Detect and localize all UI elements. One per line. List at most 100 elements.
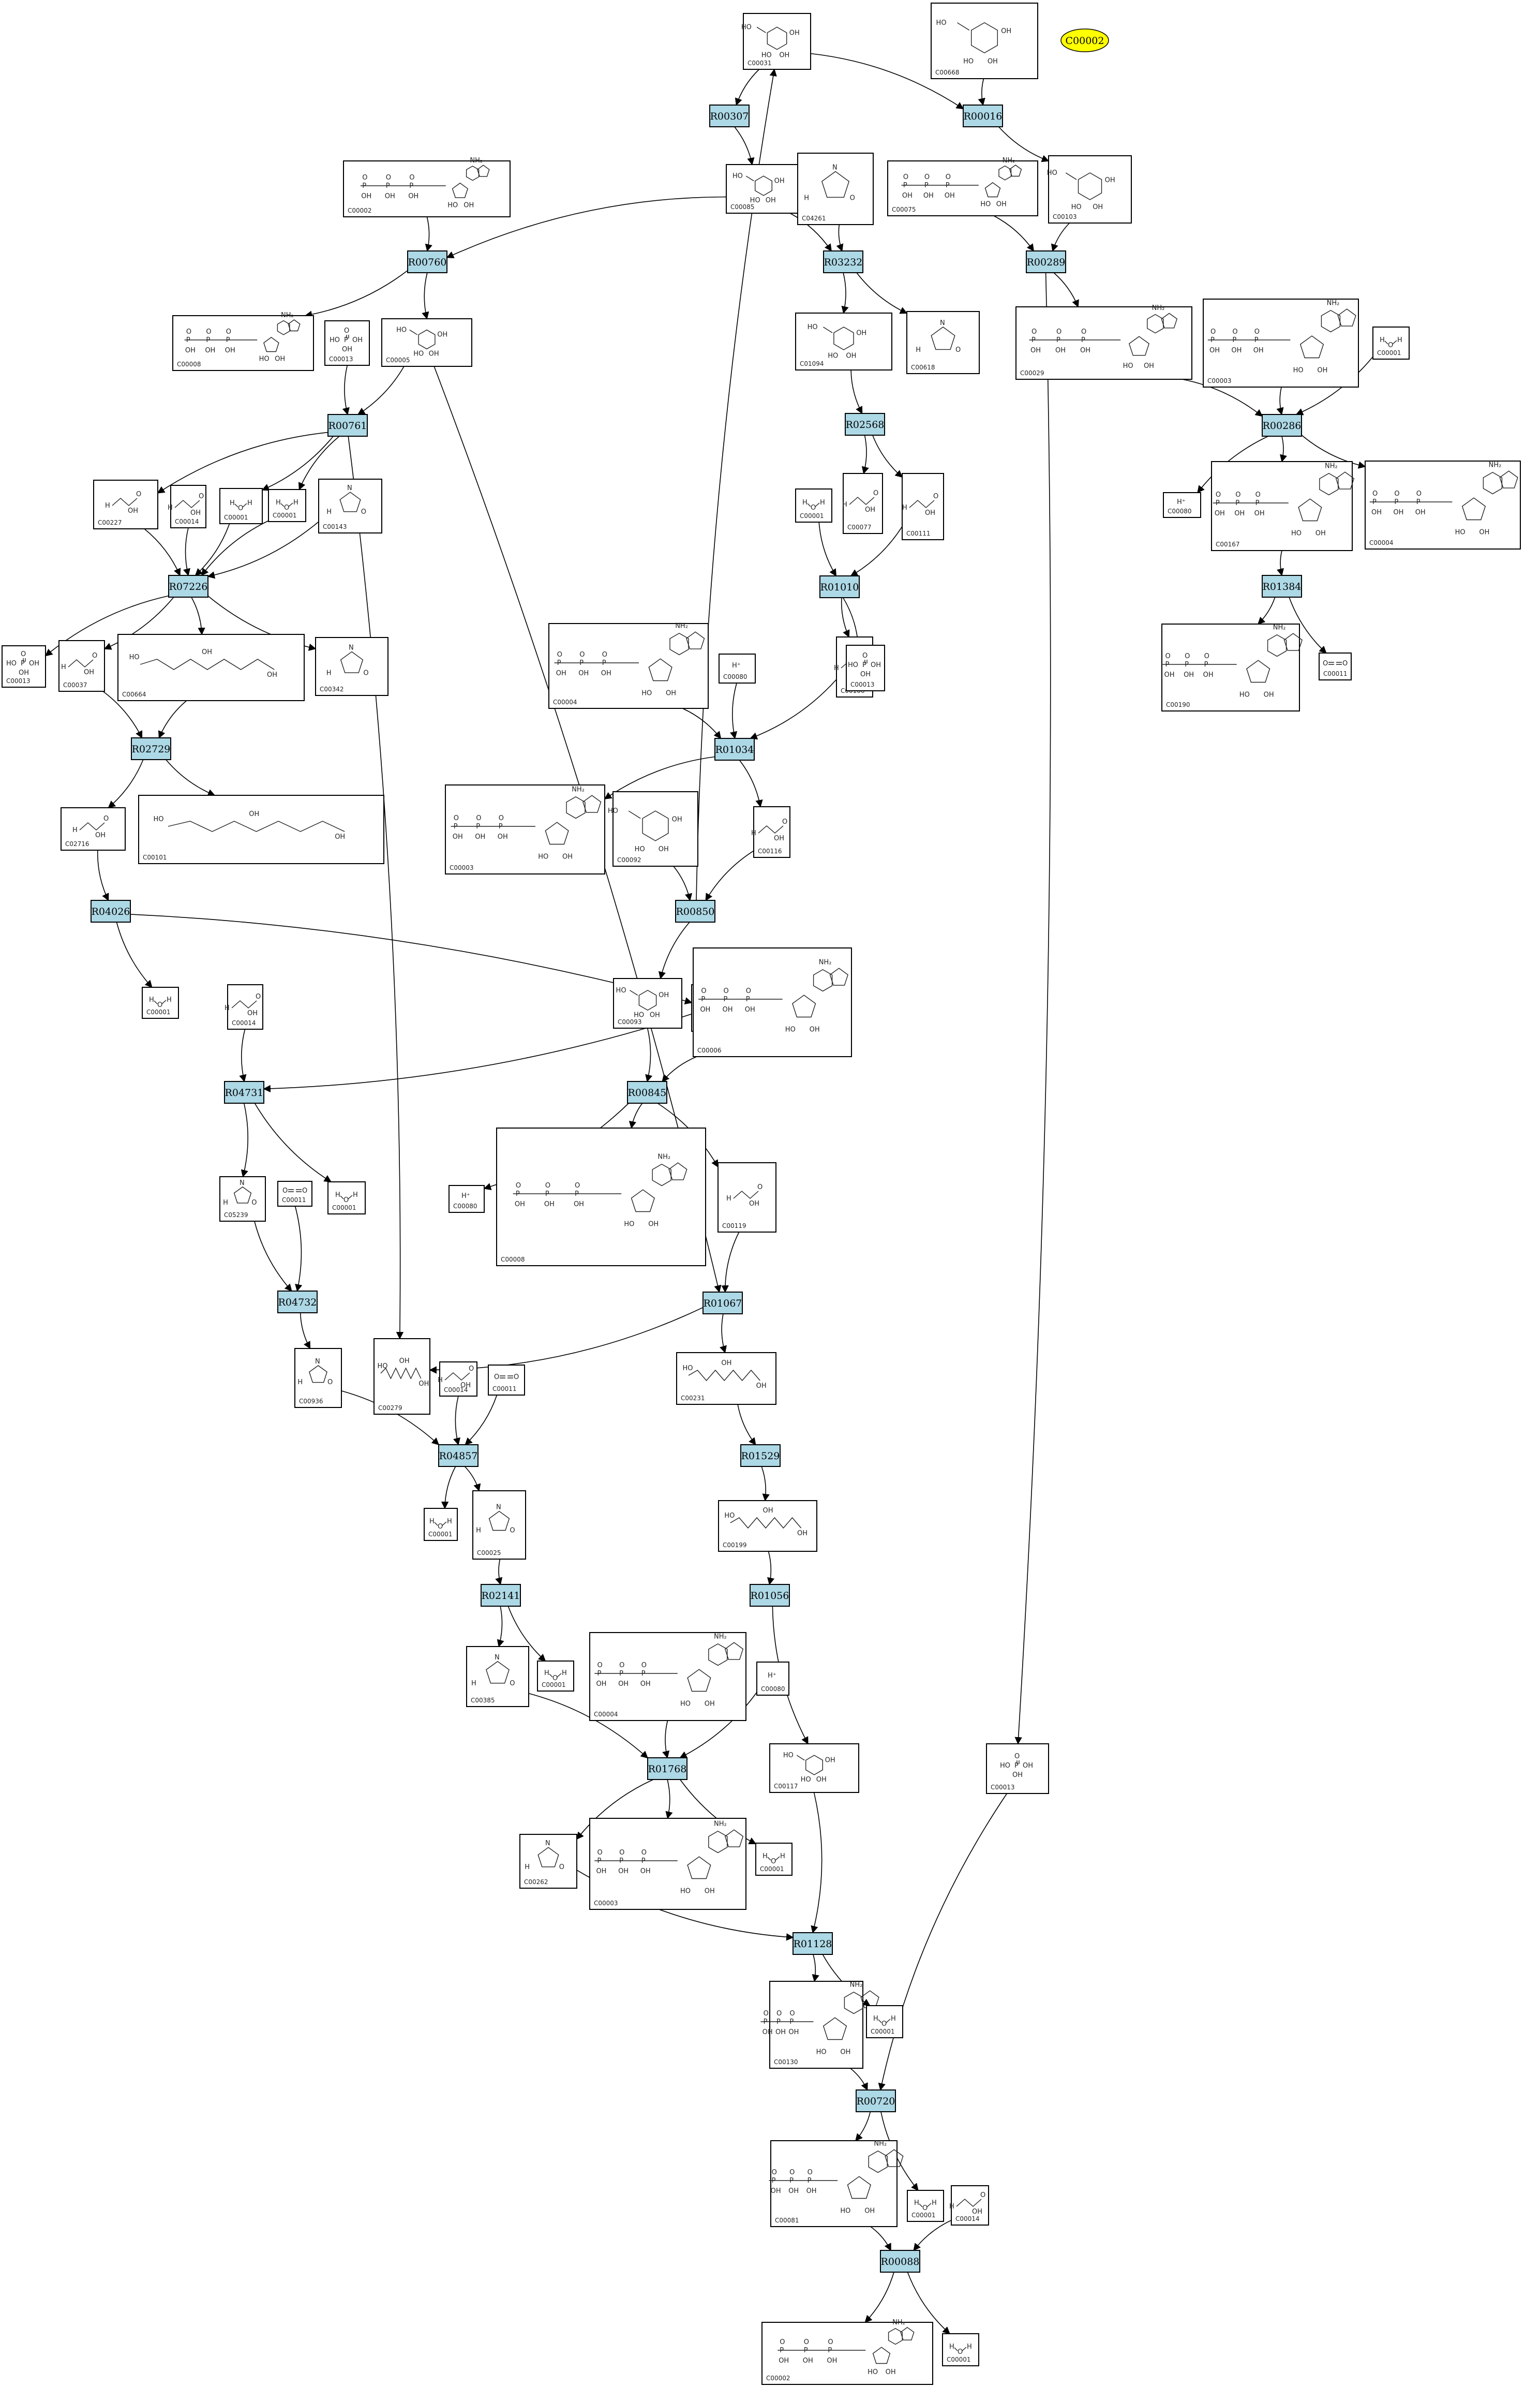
reaction-node[interactable]: R01768 <box>647 1757 687 1780</box>
reaction-node[interactable]: R04731 <box>224 1081 264 1104</box>
reaction-node[interactable]: R00289 <box>1026 250 1066 273</box>
reaction-node[interactable]: R04857 <box>438 1444 479 1467</box>
reaction-node[interactable]: R00307 <box>709 105 750 127</box>
compound-node[interactable]: H⁺C00080 <box>448 1185 485 1213</box>
reaction-node[interactable]: R02729 <box>131 737 171 760</box>
reaction-node[interactable]: R03232 <box>823 250 863 273</box>
reaction-node[interactable]: R02141 <box>481 1584 521 1607</box>
reaction-node[interactable]: R01067 <box>702 1292 743 1314</box>
reaction-node[interactable]: R02568 <box>845 413 885 436</box>
selected-compound-node[interactable] <box>1060 28 1109 52</box>
reaction-node[interactable]: R01529 <box>740 1444 781 1467</box>
reaction-node[interactable]: R07226 <box>168 575 208 598</box>
compound-node[interactable]: H⁺C00080 <box>756 1662 789 1696</box>
reaction-node[interactable]: R00850 <box>675 900 715 923</box>
reaction-node[interactable]: R01384 <box>1262 575 1302 598</box>
reaction-node[interactable]: R00845 <box>627 1081 667 1104</box>
reaction-node[interactable]: R01010 <box>819 575 860 598</box>
reaction-node[interactable]: R00088 <box>880 2250 920 2273</box>
reaction-node[interactable]: R00761 <box>327 414 368 437</box>
reaction-node[interactable]: R04732 <box>277 1291 318 1313</box>
reaction-node[interactable]: R01128 <box>793 1932 833 1955</box>
reaction-node[interactable]: R00760 <box>407 250 447 273</box>
compound-node[interactable]: H⁺C00080 <box>719 654 756 684</box>
reaction-node[interactable]: R04026 <box>91 900 131 923</box>
reaction-node[interactable]: R00286 <box>1262 414 1302 437</box>
compound-node[interactable]: H⁺C00080 <box>1163 492 1201 518</box>
reaction-node[interactable]: R01034 <box>714 738 755 761</box>
reaction-node[interactable]: R00016 <box>963 105 1003 127</box>
reaction-node[interactable]: R01056 <box>750 1584 790 1607</box>
